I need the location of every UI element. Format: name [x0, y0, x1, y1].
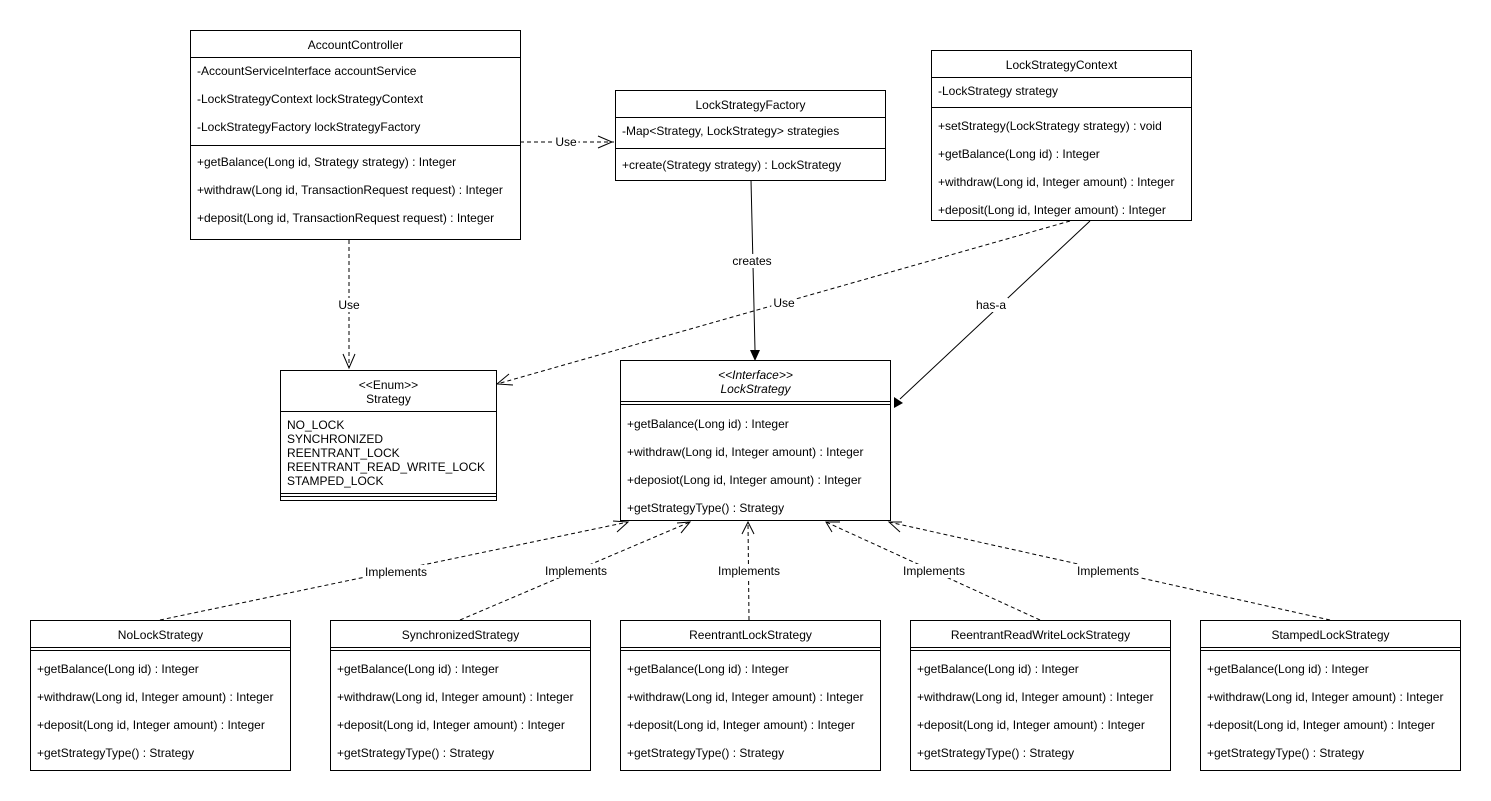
- method: +withdraw(Long id, Integer amount) : Int…: [917, 690, 1154, 704]
- method: +deposit(Long id, TransactionRequest req…: [197, 211, 495, 225]
- method: +deposit(Long id, Integer amount) : Inte…: [938, 203, 1166, 217]
- enum-literal: NO_LOCK: [287, 418, 345, 432]
- method: +getBalance(Long id, Strategy strategy) …: [197, 155, 457, 169]
- attribute: -LockStrategyContext lockStrategyContext: [197, 92, 424, 106]
- edge-label-implements: Implements: [542, 564, 610, 578]
- method: +deposit(Long id, Integer amount) : Inte…: [1207, 718, 1435, 732]
- edge-label-creates: creates: [730, 254, 774, 268]
- method: +deposit(Long id, Integer amount) : Inte…: [337, 718, 565, 732]
- arrowhead-open: [612, 520, 630, 533]
- arrowhead-open: [741, 520, 755, 535]
- method: +getBalance(Long id) : Integer: [1207, 662, 1369, 676]
- interface-name: LockStrategy: [720, 382, 791, 396]
- method: +withdraw(Long id, Integer amount) : Int…: [37, 690, 274, 704]
- enum-literal: REENTRANT_LOCK: [287, 446, 400, 460]
- interface-lock-strategy[interactable]: <<Interface>> LockStrategy +getBalance(L…: [620, 360, 891, 521]
- method: +getStrategyType() : Strategy: [917, 746, 1075, 760]
- class-name: ReentrantLockStrategy: [689, 628, 812, 642]
- method: +withdraw(Long id, Integer amount) : Int…: [627, 690, 864, 704]
- edge-label-use: Use: [336, 298, 362, 312]
- class-name: AccountController: [307, 38, 404, 52]
- arrowhead-open: [887, 521, 902, 533]
- method: +getBalance(Long id) : Integer: [938, 147, 1100, 161]
- edge-impl-read-write: [825, 521, 1041, 621]
- method: +getStrategyType() : Strategy: [627, 501, 785, 515]
- edge-label-implements: Implements: [362, 565, 430, 579]
- enum-strategy[interactable]: <<Enum>> Strategy NO_LOCK SYNCHRONIZED R…: [280, 370, 497, 501]
- edge-label-use: Use: [771, 296, 797, 310]
- method: +getBalance(Long id) : Integer: [37, 662, 199, 676]
- class-account-controller[interactable]: AccountController -AccountServiceInterfa…: [190, 30, 521, 240]
- method: +getStrategyType() : Strategy: [627, 746, 785, 760]
- method: +getBalance(Long id) : Integer: [337, 662, 499, 676]
- class-no-lock-strategy[interactable]: NoLockStrategy +getBalance(Long id) : In…: [30, 620, 291, 771]
- method: +getBalance(Long id) : Integer: [917, 662, 1079, 676]
- class-lock-strategy-context[interactable]: LockStrategyContext -LockStrategy strate…: [931, 50, 1192, 221]
- method: +withdraw(Long id, TransactionRequest re…: [197, 183, 503, 197]
- class-name: StampedLockStrategy: [1271, 628, 1390, 642]
- arrowhead-filled: [894, 397, 903, 408]
- class-reentrant-lock-strategy[interactable]: ReentrantLockStrategy +getBalance(Long i…: [620, 620, 881, 771]
- class-name: ReentrantReadWriteLockStrategy: [950, 628, 1131, 642]
- class-stamped-lock-strategy[interactable]: StampedLockStrategy +getBalance(Long id)…: [1200, 620, 1461, 771]
- arrowhead-open: [495, 373, 514, 386]
- arrowhead-open: [825, 521, 840, 533]
- method: +withdraw(Long id, Integer amount) : Int…: [627, 445, 864, 459]
- class-lock-strategy-factory[interactable]: LockStrategyFactory -Map<Strategy, LockS…: [615, 90, 886, 181]
- method: +getBalance(Long id) : Integer: [627, 662, 789, 676]
- method: +deposit(Long id, Integer amount) : Inte…: [627, 718, 855, 732]
- method: +create(Strategy strategy) : LockStrateg…: [622, 158, 842, 172]
- method: +deposit(Long id, Integer amount) : Inte…: [37, 718, 265, 732]
- attribute: -LockStrategyFactory lockStrategyFactory: [197, 120, 421, 134]
- edge-label-implements: Implements: [1074, 564, 1142, 578]
- edge-label-has-a: has-a: [973, 298, 1009, 312]
- class-name: LockStrategyFactory: [695, 98, 806, 112]
- enum-literal: SYNCHRONIZED: [287, 432, 384, 446]
- method: +withdraw(Long id, Integer amount) : Int…: [1207, 690, 1444, 704]
- enum-literal: REENTRANT_READ_WRITE_LOCK: [287, 460, 486, 474]
- method: +getBalance(Long id) : Integer: [627, 417, 789, 431]
- enum-name: Strategy: [366, 392, 411, 406]
- method: +withdraw(Long id, Integer amount) : Int…: [938, 175, 1175, 189]
- arrowhead-open: [676, 521, 692, 534]
- edge-label-implements: Implements: [715, 564, 783, 578]
- class-name: SynchronizedStrategy: [401, 628, 520, 642]
- method: +getStrategyType() : Strategy: [1207, 746, 1365, 760]
- method: +getStrategyType() : Strategy: [37, 746, 195, 760]
- method: +deposit(Long id, Integer amount) : Inte…: [917, 718, 1145, 732]
- class-reentrant-read-write-lock-strategy[interactable]: ReentrantReadWriteLockStrategy +getBalan…: [910, 620, 1171, 771]
- arrowhead-open: [342, 353, 356, 370]
- method: +deposiot(Long id, Integer amount) : Int…: [627, 473, 862, 487]
- enum-literal: STAMPED_LOCK: [287, 474, 384, 488]
- class-name: LockStrategyContext: [1005, 58, 1118, 72]
- attribute: -LockStrategy strategy: [938, 84, 1059, 98]
- class-name: NoLockStrategy: [117, 628, 204, 642]
- method: +withdraw(Long id, Integer amount) : Int…: [337, 690, 574, 704]
- edge-label-use: Use: [553, 135, 579, 149]
- class-synchronized-strategy[interactable]: SynchronizedStrategy +getBalance(Long id…: [330, 620, 591, 771]
- arrowhead-filled: [750, 350, 760, 361]
- arrowhead-open: [597, 135, 614, 149]
- edge-label-implements: Implements: [900, 564, 968, 578]
- method: +setStrategy(LockStrategy strategy) : vo…: [938, 119, 1162, 133]
- interface-stereotype: <<Interface>>: [718, 368, 793, 382]
- method: +getStrategyType() : Strategy: [337, 746, 495, 760]
- attribute: -Map<Strategy, LockStrategy> strategies: [622, 124, 840, 138]
- attribute: -AccountServiceInterface accountService: [197, 64, 417, 78]
- enum-stereotype: <<Enum>>: [358, 378, 419, 392]
